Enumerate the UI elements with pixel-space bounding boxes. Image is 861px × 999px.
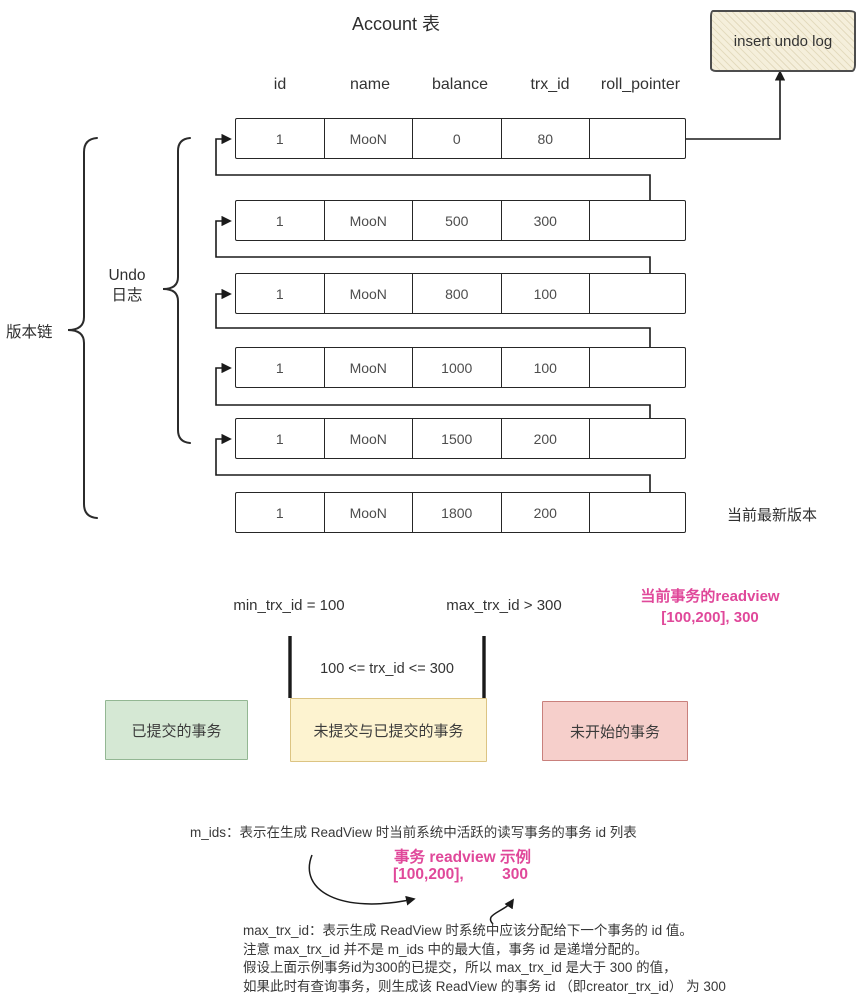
header-id: id xyxy=(273,76,287,93)
committed-transactions-box: 已提交的事务 xyxy=(105,700,248,760)
cell-trx-id: 200 xyxy=(502,419,590,458)
cell-roll-pointer xyxy=(590,419,685,458)
trx-id-range-label: 100 <= trx_id <= 300 xyxy=(320,661,454,677)
cell-id: 1 xyxy=(236,419,325,458)
cell-balance: 1000 xyxy=(413,348,502,387)
active-transactions-label: 未提交与已提交的事务 xyxy=(313,722,464,740)
cell-balance: 1500 xyxy=(413,419,502,458)
header-trx-id: trx_id xyxy=(530,76,570,93)
column-headers: id name balance trx_id roll_pointer xyxy=(235,76,686,94)
cell-balance: 0 xyxy=(413,119,502,158)
cell-id: 1 xyxy=(236,119,325,158)
cell-roll-pointer xyxy=(590,348,685,387)
arrow-mids-to-example xyxy=(308,854,416,906)
cell-trx-id: 200 xyxy=(502,493,590,532)
current-readview-title: 当前事务的readview xyxy=(640,588,780,605)
cell-name: MooN xyxy=(325,274,413,313)
cell-id: 1 xyxy=(236,201,325,240)
cell-trx-id: 100 xyxy=(502,348,590,387)
cell-name: MooN xyxy=(325,119,413,158)
max-trx-id-note-line3: 假设上面示例事务id为300的已提交，所以 max_trx_id 是大于 300… xyxy=(243,960,677,975)
cell-roll-pointer xyxy=(590,274,685,313)
cell-balance: 800 xyxy=(413,274,502,313)
arrow-row2-to-row1 xyxy=(215,133,651,200)
version-row-6-latest: 1 MooN 1800 200 xyxy=(235,492,686,533)
insert-undo-log-label: insert undo log xyxy=(733,32,833,50)
cell-name: MooN xyxy=(325,201,413,240)
not-started-transactions-label: 未开始的事务 xyxy=(569,723,660,741)
current-readview-value: [100,200], 300 xyxy=(661,609,759,626)
version-row-3: 1 MooN 800 100 xyxy=(235,273,686,314)
arrow-row6-to-row5 xyxy=(215,433,651,492)
cell-name: MooN xyxy=(325,493,413,532)
max-trx-id-label: max_trx_id > 300 xyxy=(446,597,562,614)
undo-log-brace xyxy=(162,137,191,444)
arrow-row3-to-row2 xyxy=(215,215,651,273)
cell-roll-pointer xyxy=(590,119,685,158)
version-chain-brace xyxy=(67,137,98,519)
committed-transactions-label: 已提交的事务 xyxy=(131,722,222,740)
undo-log-label: Undo 日志 xyxy=(95,266,159,306)
arrow-row4-to-row3 xyxy=(215,288,651,347)
page-title: Account 表 xyxy=(352,14,441,34)
header-roll-pointer: roll_pointer xyxy=(600,76,681,93)
min-trx-id-label: min_trx_id = 100 xyxy=(233,597,345,614)
cell-id: 1 xyxy=(236,274,325,313)
cell-roll-pointer xyxy=(590,201,685,240)
undo-log-label-line2: 日志 xyxy=(111,287,143,304)
undo-log-label-line1: Undo xyxy=(108,267,146,284)
cell-name: MooN xyxy=(325,348,413,387)
latest-version-label: 当前最新版本 xyxy=(727,507,818,524)
readview-example-value: [100,200], 300 xyxy=(393,866,528,884)
cell-roll-pointer xyxy=(590,493,685,532)
header-name: name xyxy=(349,76,391,93)
header-balance: balance xyxy=(431,76,489,93)
arrow-row1-to-undo-log xyxy=(686,70,786,140)
not-started-transactions-box: 未开始的事务 xyxy=(542,701,688,761)
max-trx-id-note-line2: 注意 max_trx_id 并不是 m_ids 中的最大值，事务 id 是递增分… xyxy=(243,941,649,957)
cell-id: 1 xyxy=(236,348,325,387)
readview-example-mids: [100,200], xyxy=(393,866,464,883)
version-row-2: 1 MooN 500 300 xyxy=(235,200,686,241)
cell-name: MooN xyxy=(325,419,413,458)
cell-id: 1 xyxy=(236,493,325,532)
cell-trx-id: 300 xyxy=(502,201,590,240)
current-readview-note: 当前事务的readview [100,200], 300 xyxy=(615,586,805,628)
arrow-note-to-300 xyxy=(489,898,514,925)
version-row-1: 1 MooN 0 80 xyxy=(235,118,686,159)
version-chain-label: 版本链 xyxy=(6,324,53,341)
cell-trx-id: 100 xyxy=(502,274,590,313)
max-trx-id-note-line4: 如果此时有查询事务，则生成该 ReadView 的事务 id （即creator… xyxy=(243,978,726,994)
readview-example-maxtrx: 300 xyxy=(502,866,528,883)
version-row-5: 1 MooN 1500 200 xyxy=(235,418,686,459)
version-row-4: 1 MooN 1000 100 xyxy=(235,347,686,388)
max-trx-id-note-line1: max_trx_id：表示生成 ReadView 时系统中应该分配给下一个事务的… xyxy=(243,923,693,938)
m-ids-note: m_ids：表示在生成 ReadView 时当前系统中活跃的读写事务的事务 id… xyxy=(190,825,637,840)
arrow-row5-to-row4 xyxy=(215,362,651,418)
readview-example-title: 事务 readview 示例 xyxy=(394,849,531,866)
max-trx-id-note: max_trx_id：表示生成 ReadView 时系统中应该分配给下一个事务的… xyxy=(243,922,726,996)
cell-balance: 500 xyxy=(413,201,502,240)
insert-undo-log-box: insert undo log xyxy=(710,10,856,72)
active-transactions-box: 未提交与已提交的事务 xyxy=(290,698,487,762)
cell-trx-id: 80 xyxy=(502,119,590,158)
cell-balance: 1800 xyxy=(413,493,502,532)
